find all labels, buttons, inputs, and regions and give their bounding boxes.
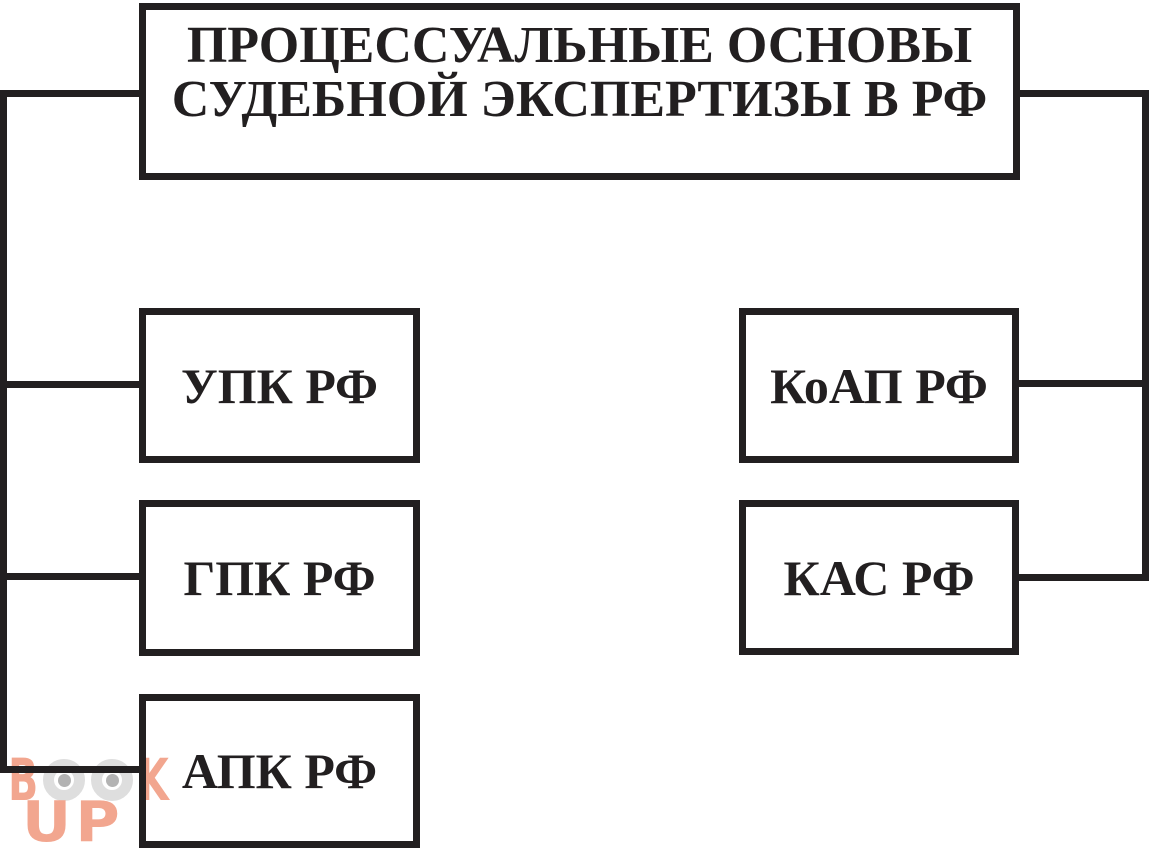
watermark-letter-b: B <box>8 746 39 814</box>
box-apk-rf: АПК РФ <box>139 694 420 848</box>
box-upk-rf-label: УПК РФ <box>181 357 378 414</box>
title-line-2: СУДЕБНОЙ ЭКСПЕРТИЗЫ В РФ <box>171 71 988 128</box>
box-gpk-rf: ГПК РФ <box>139 500 420 656</box>
connector-left-trunk-vertical <box>0 90 7 773</box>
box-kas-rf: КАС РФ <box>739 500 1019 655</box>
box-koap-rf-label: КоАП РФ <box>770 357 988 414</box>
box-gpk-rf-label: ГПК РФ <box>183 550 376 606</box>
diagram-title: ПРОЦЕССУАЛЬНЫЕ ОСНОВЫ СУДЕБНОЙ ЭКСПЕРТИЗ… <box>172 19 988 127</box>
watermark-o-ring-1 <box>43 759 86 801</box>
watermark-o-dot-1 <box>57 773 71 787</box>
connector-koap-branch <box>1017 380 1144 387</box>
connector-upk-branch <box>5 381 141 388</box>
watermark-o-ring-2 <box>91 759 134 801</box>
box-koap-rf: КоАП РФ <box>739 308 1019 463</box>
box-kas-rf-label: КАС РФ <box>783 549 975 606</box>
box-title: ПРОЦЕССУАЛЬНЫЕ ОСНОВЫ СУДЕБНОЙ ЭКСПЕРТИЗ… <box>139 3 1020 180</box>
box-upk-rf: УПК РФ <box>139 308 420 463</box>
watermark-o-dot-2 <box>105 773 119 787</box>
connector-title-to-right-trunk <box>1017 90 1149 97</box>
connector-title-to-left-trunk <box>0 90 141 97</box>
connector-gpk-branch <box>5 573 141 580</box>
bookup-watermark: B K UP <box>6 746 171 851</box>
box-apk-rf-label: АПК РФ <box>181 743 378 799</box>
connector-apk-branch <box>5 766 141 773</box>
title-line-1: ПРОЦЕССУАЛЬНЫЕ ОСНОВЫ <box>186 17 973 74</box>
connector-right-trunk-vertical <box>1142 90 1149 581</box>
watermark-word-up: UP <box>22 790 125 851</box>
connector-kas-branch <box>1017 574 1144 581</box>
